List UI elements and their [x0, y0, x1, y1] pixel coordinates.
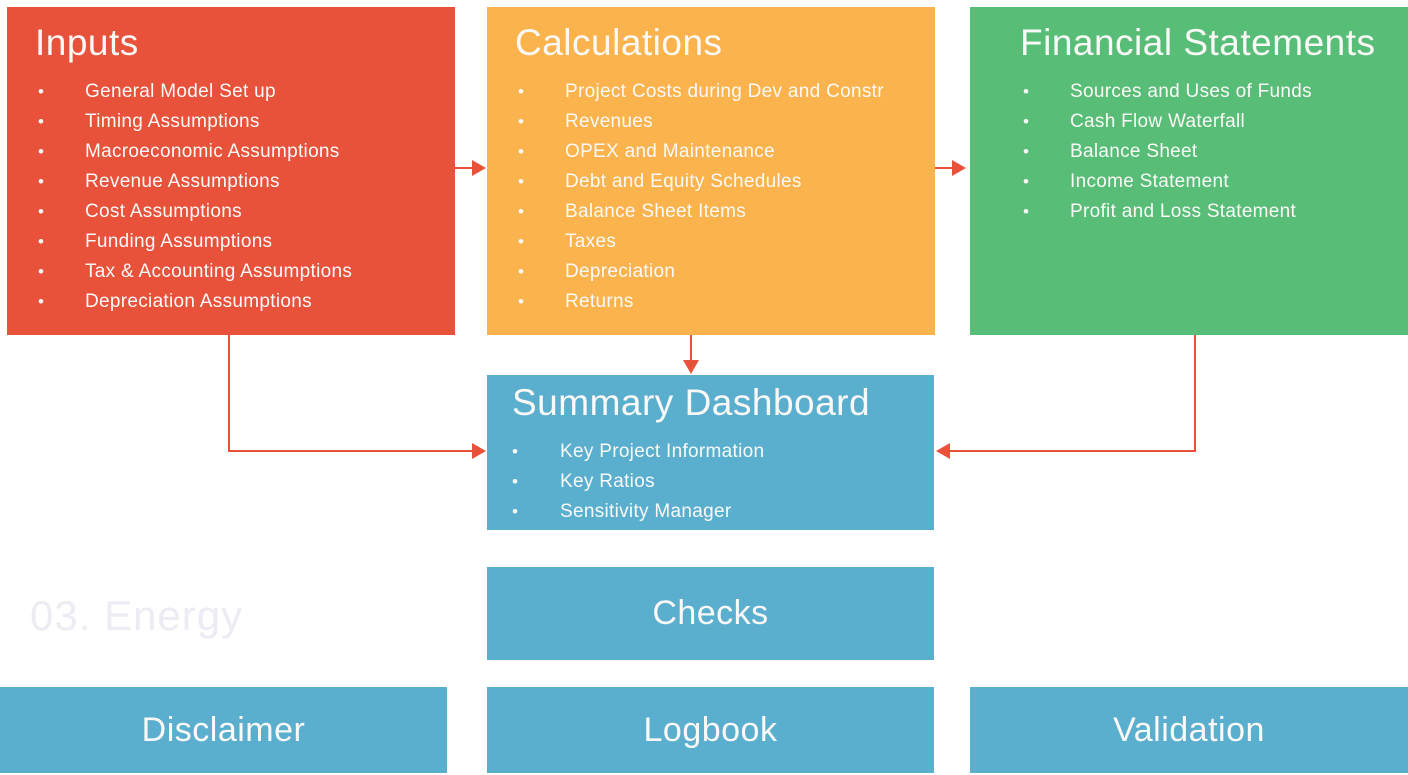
bullet-icon: • [512, 442, 519, 461]
logbook-title: Logbook [643, 710, 778, 749]
bullet-icon: • [38, 262, 45, 281]
list-item: • OPEX and Maintenance [518, 137, 935, 167]
arrow-calculations-to-financial-statements [935, 160, 966, 176]
list-item: • Balance Sheet Items [518, 197, 935, 227]
bullet-icon: • [38, 232, 45, 251]
list-item: • Timing Assumptions [38, 107, 455, 137]
summary-dashboard-list: • Key Project Information • Key Ratios • Se… [487, 437, 934, 527]
bullet-icon: • [518, 292, 525, 311]
list-item: • Revenue Assumptions [38, 167, 455, 197]
list-item: • Profit and Loss Statement [1023, 197, 1408, 227]
list-item-label: Cost Assumptions [85, 201, 242, 222]
list-item-label: Funding Assumptions [85, 231, 273, 252]
list-item-label: Returns [565, 291, 634, 312]
list-item-label: Tax & Accounting Assumptions [85, 261, 353, 282]
validation-title: Validation [1113, 710, 1265, 749]
list-item: • Key Project Information [512, 437, 934, 467]
list-item: • Debt and Equity Schedules [518, 167, 935, 197]
list-item-label: Project Costs during Dev and Constr [565, 81, 884, 102]
list-item: • General Model Set up [38, 77, 455, 107]
calculations-title: Calculations [515, 22, 723, 63]
bullet-icon: • [38, 202, 45, 221]
list-item: • Funding Assumptions [38, 227, 455, 257]
bullet-icon: • [1023, 202, 1030, 221]
list-item: • Income Statement [1023, 167, 1408, 197]
list-item-label: Debt and Equity Schedules [565, 171, 802, 192]
list-item-label: Income Statement [1070, 171, 1229, 192]
bullet-icon: • [518, 232, 525, 251]
list-item-label: OPEX and Maintenance [565, 141, 775, 162]
bullet-icon: • [38, 142, 45, 161]
list-item: • Balance Sheet [1023, 137, 1408, 167]
financial-statements-box: Financial Statements • Sources and Uses o… [970, 7, 1408, 335]
list-item-label: Balance Sheet Items [565, 201, 747, 222]
financial-statements-title: Financial Statements [1020, 22, 1376, 63]
arrow-financial-statements-to-summary-dashboard [936, 335, 1196, 459]
bullet-icon: • [38, 82, 45, 101]
bullet-icon: • [518, 262, 525, 281]
list-item: • Macroeconomic Assumptions [38, 137, 455, 167]
validation-box: Validation [970, 687, 1408, 773]
inputs-box: Inputs • General Model Set up • Timing Ass… [7, 7, 455, 335]
disclaimer-title: Disclaimer [141, 710, 306, 749]
list-item: • Sources and Uses of Funds [1023, 77, 1408, 107]
summary-dashboard-box: Summary Dashboard • Key Project Informati… [487, 375, 934, 530]
list-item: • Sensitivity Manager [512, 497, 934, 527]
checks-title: Checks [652, 594, 769, 632]
list-item: • Key Ratios [512, 467, 934, 497]
list-item: • Tax & Accounting Assumptions [38, 257, 455, 287]
bullet-icon: • [518, 82, 525, 101]
disclaimer-box: Disclaimer [0, 687, 447, 773]
bullet-icon: • [518, 142, 525, 161]
list-item: • Taxes [518, 227, 935, 257]
arrow-inputs-to-summary-dashboard [228, 335, 486, 459]
list-item-label: Depreciation Assumptions [85, 291, 312, 312]
bullet-icon: • [512, 472, 519, 491]
bullet-icon: • [518, 112, 525, 131]
watermark-text: 03. Energy [30, 592, 244, 639]
bullet-icon: • [518, 202, 525, 221]
list-item-label: Depreciation [565, 261, 676, 282]
list-item-label: Revenue Assumptions [85, 171, 280, 192]
bullet-icon: • [38, 292, 45, 311]
calculations-list: • Project Costs during Dev and Constr • Re… [487, 77, 935, 317]
list-item-label: Macroeconomic Assumptions [85, 141, 340, 162]
bullet-icon: • [512, 502, 519, 521]
list-item-label: Revenues [565, 111, 653, 132]
bullet-icon: • [1023, 172, 1030, 191]
bullet-icon: • [38, 172, 45, 191]
list-item-label: General Model Set up [85, 81, 276, 102]
list-item-label: Taxes [565, 231, 617, 252]
list-item: • Project Costs during Dev and Constr [518, 77, 935, 107]
list-item-label: Key Ratios [560, 471, 655, 492]
inputs-list: • General Model Set up • Timing Assumption… [7, 77, 455, 317]
calculations-box: Calculations • Project Costs during Dev a… [487, 7, 935, 335]
list-item: • Returns [518, 287, 935, 317]
summary-dashboard-title: Summary Dashboard [512, 382, 871, 423]
list-item-label: Key Project Information [560, 441, 765, 462]
bullet-icon: • [518, 172, 525, 191]
list-item: • Revenues [518, 107, 935, 137]
inputs-title: Inputs [35, 22, 139, 63]
list-item-label: Balance Sheet [1070, 141, 1198, 162]
list-item: • Cash Flow Waterfall [1023, 107, 1408, 137]
arrow-calculations-to-summary-dashboard [683, 335, 699, 374]
financial-statements-list: • Sources and Uses of Funds • Cash Flow Wa… [970, 77, 1408, 227]
logbook-box: Logbook [487, 687, 934, 773]
list-item-label: Sources and Uses of Funds [1070, 81, 1312, 102]
checks-box: Checks [487, 567, 934, 660]
bullet-icon: • [1023, 142, 1030, 161]
bullet-icon: • [1023, 112, 1030, 131]
list-item-label: Profit and Loss Statement [1070, 201, 1297, 222]
list-item: • Cost Assumptions [38, 197, 455, 227]
bullet-icon: • [38, 112, 45, 131]
arrow-inputs-to-calculations [455, 160, 486, 176]
list-item-label: Cash Flow Waterfall [1070, 111, 1245, 132]
bullet-icon: • [1023, 82, 1030, 101]
list-item: • Depreciation Assumptions [38, 287, 455, 317]
list-item: • Depreciation [518, 257, 935, 287]
list-item-label: Timing Assumptions [85, 111, 260, 132]
list-item-label: Sensitivity Manager [560, 501, 732, 522]
